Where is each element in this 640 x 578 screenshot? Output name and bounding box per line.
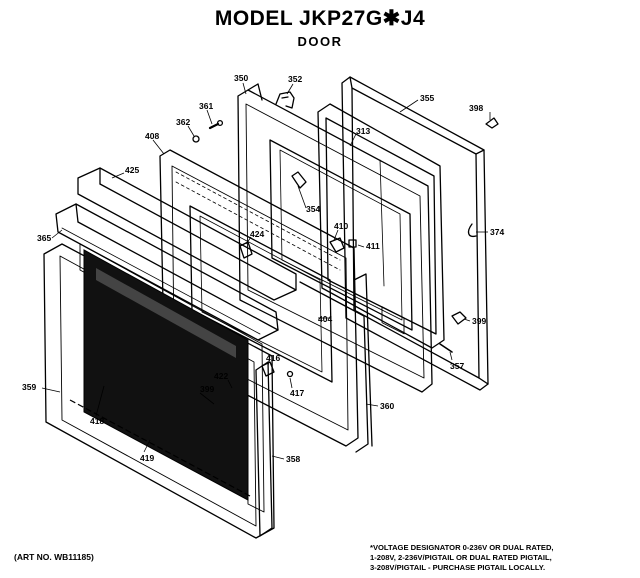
hinge-bracket-part: [275, 91, 295, 109]
part-label-360: 360: [380, 401, 394, 411]
clip-410: [329, 237, 345, 253]
handle-rail-part: [55, 203, 279, 341]
diagram-subtitle: DOOR: [297, 34, 343, 49]
part-label-425: 425: [125, 165, 139, 175]
part-label-355: 355: [420, 93, 434, 103]
part-label-424: 424: [250, 229, 264, 239]
part-label-410: 410: [334, 221, 348, 231]
part-label-411: 411: [366, 241, 380, 251]
screw-361: [208, 119, 224, 130]
hook-374: [467, 223, 477, 238]
window-glass-part: [83, 249, 249, 501]
part-label-422: 422: [214, 371, 228, 381]
part-label-350: 350: [234, 73, 248, 83]
bracket-354: [291, 171, 307, 189]
part-label-362: 362: [176, 117, 190, 127]
part-label-357: 357: [450, 361, 464, 371]
part-label-399: 399: [472, 316, 486, 326]
vent-strip: [69, 399, 251, 497]
part-label-399-lower: 399: [200, 384, 214, 394]
gasket-frame-part: [341, 76, 489, 391]
part-label-419: 419: [140, 453, 154, 463]
clip-398: [485, 117, 499, 129]
nut-399: [451, 311, 467, 325]
screw-357: [439, 343, 453, 353]
part-label-398: 398: [469, 103, 483, 113]
part-label-361: 361: [199, 101, 213, 111]
part-label-313: 313: [356, 126, 370, 136]
screw-417: [286, 370, 294, 378]
part-label-417: 417: [290, 388, 304, 398]
part-label-374: 374: [490, 227, 504, 237]
voltage-note-line: 3-208V/PIGTAIL - PURCHASE PIGTAIL LOCALL…: [370, 563, 546, 572]
diagram-title: MODEL JKP27G✱J4: [214, 7, 426, 30]
art-number: (ART NO. WB11185): [14, 552, 94, 562]
nut-362: [192, 135, 200, 143]
bracket-416: [261, 361, 275, 377]
window-glass-reflection: [96, 268, 236, 358]
top-trim-part: [77, 167, 297, 301]
part-label-408: 408: [145, 131, 159, 141]
bracket-424: [239, 241, 253, 259]
part-label-354: 354: [306, 204, 320, 214]
outer-shell-part: [299, 273, 373, 453]
part-label-352: 352: [288, 74, 302, 84]
part-label-418: 418: [90, 416, 104, 426]
part-label-358: 358: [286, 454, 300, 464]
part-label-365: 365: [37, 233, 51, 243]
part-label-359: 359: [22, 382, 36, 392]
nut-411: [348, 239, 357, 248]
inner-glass-part: [317, 103, 445, 349]
part-label-404: 404: [318, 314, 332, 324]
voltage-note-line: *VOLTAGE DESIGNATOR 0-236V OR DUAL RATED…: [370, 543, 554, 552]
voltage-note-line: 1-208V, 2-236V/PIGTAIL OR DUAL RATED PIG…: [370, 553, 552, 562]
part-label-416: 416: [266, 353, 280, 363]
voltage-note: *VOLTAGE DESIGNATOR 0-236V OR DUAL RATED…: [370, 543, 632, 573]
